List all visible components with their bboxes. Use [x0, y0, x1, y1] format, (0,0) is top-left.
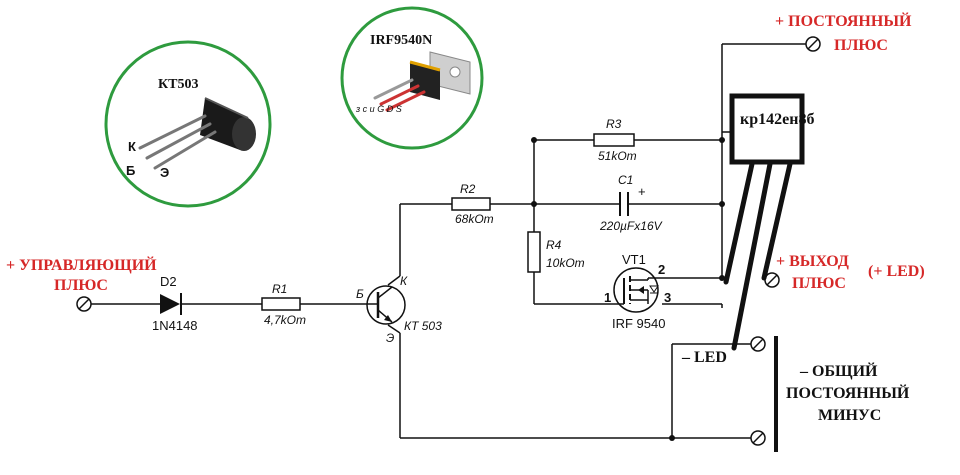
diode-d2: D2 1N4148: [152, 274, 198, 333]
output-label-1: + ВЫХОД: [776, 253, 849, 270]
const-plus-label-1: + ПОСТОЯННЫЙ: [775, 11, 912, 30]
vt1-value: IRF 9540: [612, 316, 665, 331]
common-minus-label-1: – ОБЩИЙ: [799, 361, 878, 380]
terminal-control-plus: [76, 296, 92, 312]
c1-plus: +: [638, 184, 646, 199]
terminal-common-minus: [750, 430, 766, 446]
kt503-pin-e: Э: [160, 165, 169, 180]
regulator-ic: кр142ен8б: [723, 93, 814, 351]
junctions: [531, 137, 725, 441]
mosfet-vt1: VT1 1 2 3 IRF 9540: [604, 252, 671, 331]
vt1-pin2: 2: [658, 262, 665, 277]
common-minus-label-2: ПОСТОЯННЫЙ: [786, 383, 910, 402]
wires: [84, 43, 806, 439]
resistor-r1: R1 4,7kOm: [261, 282, 306, 327]
d2-value: 1N4148: [152, 318, 198, 333]
to220-leads: [373, 78, 426, 112]
r4-name: R4: [546, 238, 562, 252]
r2-name: R2: [460, 182, 476, 196]
r2-value: 68kOm: [455, 212, 494, 226]
resistor-r3: R3 51kOm: [593, 117, 637, 163]
c1-value: 220µFx16V: [599, 219, 663, 233]
r1-value: 4,7kOm: [264, 313, 306, 327]
resistor-r4: R4 10kOm: [527, 231, 585, 273]
inset-irf-title: IRF9540N: [370, 33, 432, 48]
output-label-3: (+ LED): [868, 263, 925, 280]
vt1-name: VT1: [622, 252, 646, 267]
to92-leads: [138, 114, 217, 170]
control-plus-label-1: + УПРАВЛЯЮЩИЙ: [6, 255, 157, 274]
led-minus-label: – LED: [681, 349, 727, 366]
const-plus-label-2: ПЛЮС: [834, 37, 888, 54]
output-label-2: ПЛЮС: [792, 275, 846, 292]
to220-body-icon: [409, 51, 471, 100]
q-emitter-label: Э: [386, 331, 394, 345]
common-minus-label-3: МИНУС: [818, 407, 881, 424]
r3-name: R3: [606, 117, 622, 131]
kt503-pin-k: К: [128, 139, 136, 154]
inset-kt503: КТ503 К Б Э: [104, 40, 272, 208]
inset-kt503-title: КТ503: [158, 77, 199, 92]
resistor-r2: R2 68kOm: [451, 182, 494, 226]
to92-body-icon: [200, 97, 256, 151]
kt503-pin-b: Б: [126, 163, 135, 178]
vt1-pin1: 1: [604, 290, 611, 305]
r1-name: R1: [272, 282, 287, 296]
vt1-pin3: 3: [664, 290, 671, 305]
q-base-label: Б: [356, 287, 364, 301]
irf-pin-text: з с и G D S: [355, 104, 402, 114]
inset-irf9540n: IRF9540N з с и G D S: [340, 6, 484, 150]
terminal-led-minus: [750, 336, 766, 352]
q-collector-label: К: [400, 274, 408, 288]
r3-value: 51kOm: [598, 149, 637, 163]
d2-name: D2: [160, 274, 177, 289]
q-value: КТ 503: [404, 319, 442, 333]
regulator-label: кр142ен8б: [740, 111, 814, 128]
control-plus-label-2: ПЛЮС: [54, 277, 108, 294]
transistor-kt503: Б К Э КТ 503: [356, 274, 442, 345]
capacitor-c1: C1 + 220µFx16V: [599, 173, 663, 233]
c1-name: C1: [618, 173, 633, 187]
r4-value: 10kOm: [546, 256, 585, 270]
terminal-const-plus: [805, 36, 821, 52]
